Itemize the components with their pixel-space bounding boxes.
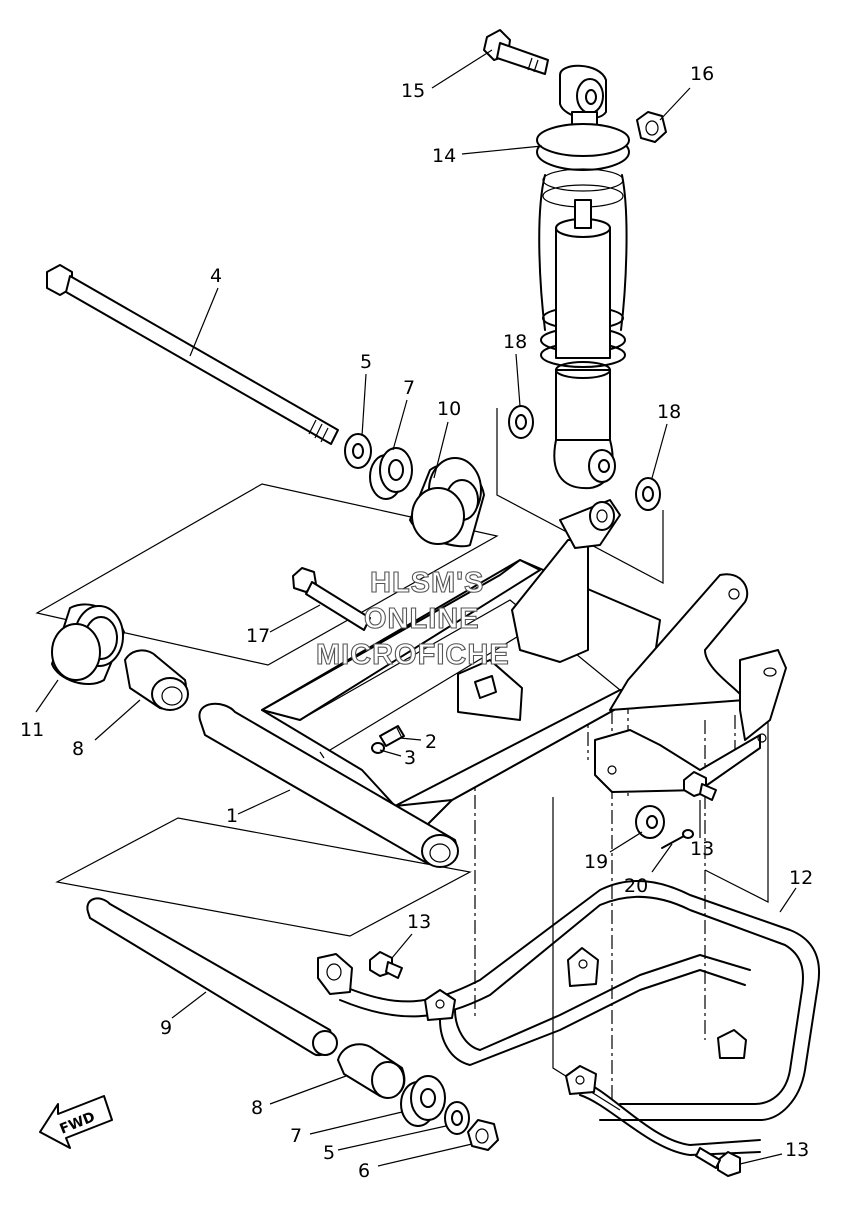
callout-12: 12 [789, 867, 813, 889]
swing-arm-1 [198, 499, 787, 868]
callout-3: 3 [404, 747, 416, 769]
callout-13-mid: 13 [407, 911, 431, 933]
rear-shock-absorber [483, 29, 667, 511]
callout-6: 6 [358, 1160, 370, 1182]
collar-11 [51, 603, 125, 685]
callout-5-top: 5 [360, 351, 372, 373]
callout-13-right: 13 [690, 838, 714, 860]
bolt-13-mid [369, 951, 403, 979]
bolt-15 [483, 29, 549, 75]
callout-9: 9 [160, 1017, 172, 1039]
callout-16: 16 [690, 63, 714, 85]
shaft-9 [86, 897, 338, 1057]
pivot-shaft-4 [46, 264, 339, 445]
callout-15: 15 [401, 80, 425, 102]
callout-18-right: 18 [657, 401, 681, 423]
nut-16 [636, 111, 667, 143]
cotter-pin-20 [661, 829, 694, 849]
watermark-line-1: HLSM'S [370, 567, 484, 599]
washer-5-bottom [444, 1101, 470, 1135]
callout-7-bottom: 7 [290, 1125, 302, 1147]
watermark-line-3: MICROFICHE [316, 639, 510, 671]
bolt-13-bottom [695, 1147, 741, 1177]
bushing-8-top [124, 649, 189, 711]
nut-6 [467, 1119, 499, 1151]
callout-20: 20 [624, 875, 648, 897]
bolt-13-right [683, 771, 717, 801]
bushing-8-bottom [337, 1043, 406, 1099]
callout-18-left: 18 [503, 331, 527, 353]
callout-19: 19 [584, 851, 608, 873]
callout-7-top: 7 [403, 377, 415, 399]
bearing-7-bottom [400, 1075, 446, 1127]
callout-8-top: 8 [72, 738, 84, 760]
callout-8-bottom: 8 [251, 1097, 263, 1119]
callout-1: 1 [226, 805, 238, 827]
callout-17: 17 [246, 625, 270, 647]
watermark: HLSM'S ONLINE MICROFICHE [315, 566, 510, 671]
guard-bar-12 [317, 879, 820, 1156]
fwd-arrow: FWD [39, 1095, 113, 1149]
watermark-line-2: ONLINE [364, 603, 480, 635]
callout-14: 14 [432, 145, 456, 167]
leader-lines [35, 49, 797, 1167]
callout-13-bottom: 13 [785, 1139, 809, 1161]
washer-5-top [344, 433, 372, 469]
callout-10: 10 [437, 398, 461, 420]
collar-10 [409, 457, 485, 548]
callout-4: 4 [210, 265, 222, 287]
washer-19 [635, 805, 665, 839]
callout-11: 11 [20, 719, 44, 741]
bearing-7-top [369, 447, 413, 500]
callout-labels: 15 16 14 4 5 7 10 18 18 17 11 8 2 3 1 19… [20, 63, 813, 1182]
callout-5-bottom: 5 [323, 1142, 335, 1164]
bolt-17 [292, 567, 371, 631]
callout-2: 2 [425, 731, 437, 753]
